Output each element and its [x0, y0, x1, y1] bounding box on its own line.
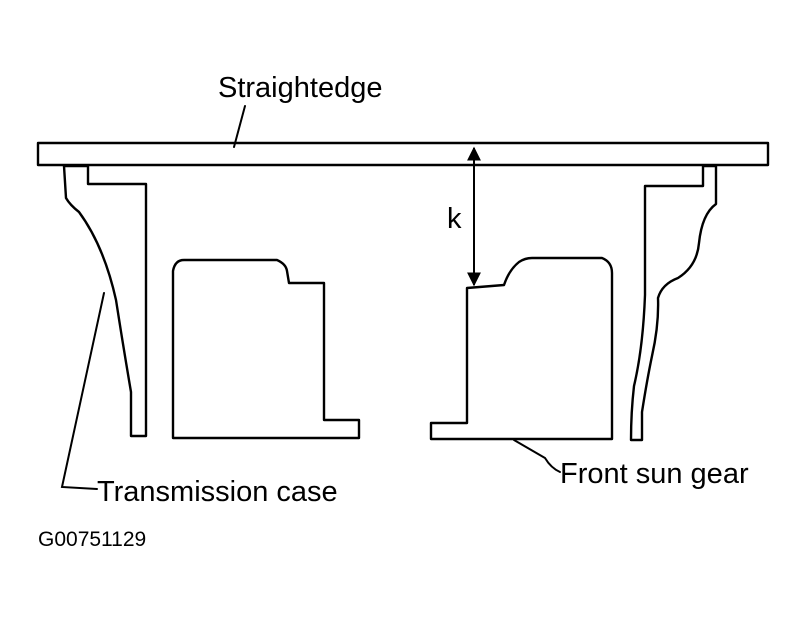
front-sun-gear-left-half	[171, 258, 361, 440]
front-sun-gear-label: Front sun gear	[560, 458, 749, 490]
transmission-case-right-wall	[629, 164, 718, 442]
front-sun-gear-leader	[513, 439, 561, 473]
straightedge-bar	[36, 141, 770, 167]
straightedge-label: Straightedge	[218, 72, 382, 104]
transmission-case-left-wall	[62, 164, 148, 438]
straightedge-leader	[233, 105, 246, 148]
front-sun-gear-right-half	[429, 256, 614, 441]
transmission-case-label: Transmission case	[97, 476, 338, 508]
transmission-case-leader	[60, 292, 105, 490]
dimension-k-label: k	[447, 203, 462, 235]
figure-id: G00751129	[38, 528, 146, 551]
